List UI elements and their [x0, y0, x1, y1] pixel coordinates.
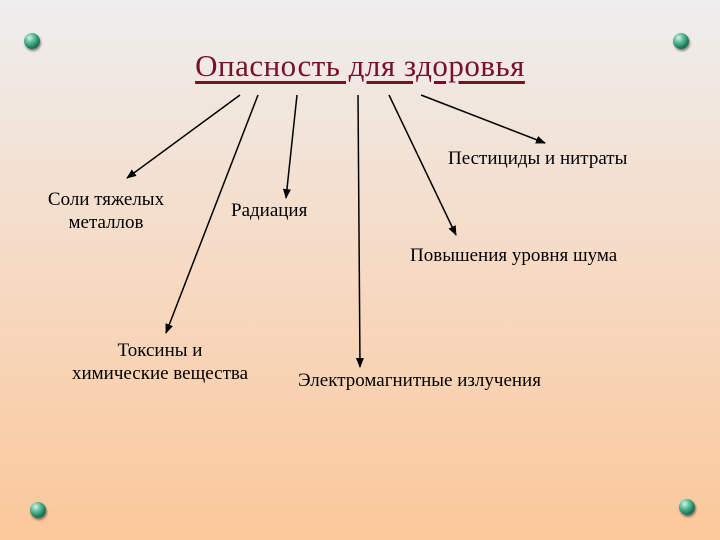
arrow-heavy-metals	[126, 94, 241, 179]
label-pesticides: Пестициды и нитраты	[448, 148, 628, 169]
label-toxins: Токсины и химические вещества	[40, 339, 280, 385]
gem-bullet-icon	[679, 499, 695, 515]
label-toxins-line-2: химические вещества	[71, 363, 249, 384]
page-title: Опасность для здоровья	[195, 48, 525, 83]
arrow-noise	[388, 94, 457, 236]
arrow-pesticides	[420, 94, 546, 144]
arrow-toxins	[165, 94, 259, 334]
gem-bullet-icon	[30, 502, 46, 518]
label-electromagnetic: Электромагнитные излучения	[298, 370, 541, 391]
label-radiation: Радиация	[231, 200, 308, 221]
label-toxins-line-1: Токсины и	[117, 340, 203, 361]
label-heavy-metals: Соли тяжелых металлов	[26, 188, 186, 234]
label-noise: Повышения уровня шума	[410, 245, 618, 266]
arrow-electromagnetic	[355, 94, 364, 368]
gem-bullet-icon	[673, 33, 689, 49]
label-heavy-metals-line-2: металлов	[68, 212, 144, 233]
arrow-radiation	[282, 94, 298, 199]
label-heavy-metals-line-1: Соли тяжелых	[47, 189, 165, 210]
gem-bullet-icon	[24, 33, 40, 49]
